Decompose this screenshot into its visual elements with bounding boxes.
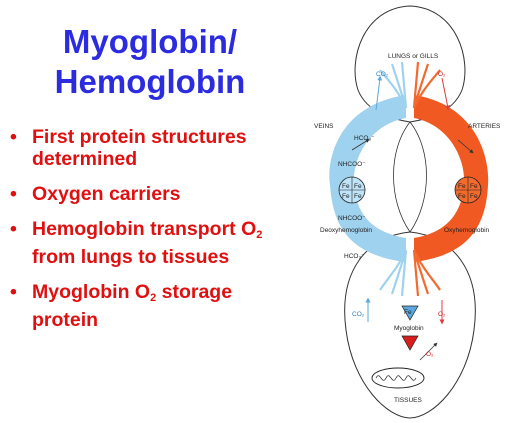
- svg-text:Fe: Fe: [354, 193, 362, 200]
- vein-band: [329, 95, 406, 262]
- o2-in-arrow: [441, 77, 450, 111]
- o2-top-label: O₂: [438, 71, 446, 78]
- bullet-item: •First protein structures determined: [10, 126, 247, 170]
- tissue-capillaries-vein: [379, 249, 408, 297]
- myoglobin-label: Myoglobin: [394, 325, 424, 332]
- mitochondrion-icon: [371, 367, 425, 389]
- veins-label: VEINS: [314, 123, 334, 130]
- co2-bottom-label: CO₂: [352, 311, 365, 318]
- myoglobin-symbol: Fe: [401, 305, 419, 351]
- nhcoo-bottom-label: NHCOO⁻: [338, 215, 366, 222]
- svg-text:Fe: Fe: [342, 183, 350, 190]
- bullet-item: •Myoglobin O2 storage protein: [10, 281, 233, 331]
- hco3-top-label: HCO₃⁻: [354, 135, 375, 142]
- bullet-item: •Hemoglobin transport O2 from lungs to t…: [10, 218, 263, 268]
- deoxy-hemoglobin-symbol: Fe Fe Fe Fe: [338, 176, 366, 204]
- septum-outline: [393, 121, 427, 233]
- slide-title: Myoglobin/ Hemoglobin: [0, 22, 300, 102]
- nhcoo-top-label: NHCOO⁻: [338, 161, 366, 168]
- svg-text:Fe: Fe: [342, 193, 350, 200]
- bullet-list: •First protein structures determined •Ox…: [6, 126, 301, 344]
- svg-text:Fe: Fe: [470, 183, 478, 190]
- svg-text:Fe: Fe: [404, 309, 412, 316]
- oxy-hemoglobin-symbol: Fe Fe Fe Fe: [454, 176, 482, 204]
- flow-arrow: [419, 342, 438, 361]
- lung-capillaries-vein: [379, 61, 408, 109]
- lung-capillaries-artery: [412, 61, 441, 109]
- flow-arrow: [351, 138, 370, 151]
- lung-outline: [354, 5, 466, 123]
- title-line-2: Hemoglobin: [54, 63, 246, 100]
- svg-text:Fe: Fe: [354, 183, 362, 190]
- circulation-diagram: Fe Fe Fe Fe Fe Fe Fe Fe Fe LUNGS or GILL…: [314, 5, 501, 419]
- tissue-outline: [344, 231, 476, 419]
- title-line-1: Myoglobin/: [62, 23, 238, 60]
- svg-text:Fe: Fe: [458, 183, 466, 190]
- tissues-label: TISSUES: [394, 397, 422, 404]
- bullet-dot: •: [10, 126, 17, 148]
- lungs-label: LUNGS or GILLS: [388, 53, 439, 60]
- co2-out-arrow: [375, 75, 383, 111]
- artery-band: [414, 95, 489, 262]
- o2-bottom-label: O₂: [438, 311, 446, 318]
- flow-arrow: [457, 139, 474, 154]
- bullet-dot: •: [10, 281, 17, 303]
- co2-top-label: CO₂: [376, 71, 389, 78]
- oxyhemoglobin-label: Oxyhemoglobin: [444, 227, 490, 234]
- svg-text:Fe: Fe: [458, 193, 466, 200]
- hco3-bottom-label: HCO₃⁻: [344, 253, 365, 260]
- o2-small-label: O₂: [426, 351, 434, 358]
- tissue-capillaries-artery: [412, 249, 441, 297]
- arteries-label: ARTERIES: [468, 123, 501, 130]
- deoxyhemoglobin-label: Deoxyhemoglobin: [320, 227, 372, 234]
- bullet-dot: •: [10, 218, 17, 240]
- bullet-dot: •: [10, 183, 17, 205]
- bullet-item: •Oxygen carriers: [10, 183, 181, 205]
- svg-text:Fe: Fe: [470, 193, 478, 200]
